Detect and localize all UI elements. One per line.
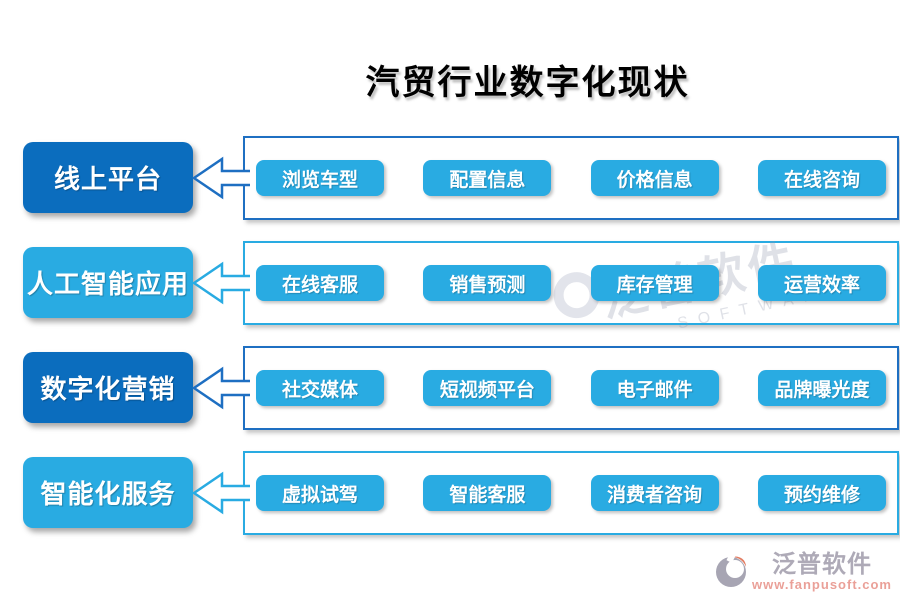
item-button[interactable]: 虚拟试驾 bbox=[256, 475, 384, 511]
vendor-logo[interactable]: 泛普软件 www.fanpusoft.com bbox=[714, 552, 892, 592]
item-button[interactable]: 配置信息 bbox=[423, 160, 552, 196]
items-panel: 在线客服 销售预测 库存管理 运营效率 bbox=[243, 241, 899, 325]
item-button[interactable]: 运营效率 bbox=[757, 265, 886, 301]
arrow-left-icon bbox=[192, 261, 250, 305]
vendor-name: 泛普软件 bbox=[771, 550, 872, 578]
items-panel: 社交媒体 短视频平台 电子邮件 品牌曝光度 bbox=[243, 346, 899, 430]
arrow-left-icon bbox=[192, 366, 250, 410]
category-label-online-platform[interactable]: 线上平台 bbox=[23, 142, 193, 213]
item-button[interactable]: 短视频平台 bbox=[423, 370, 552, 406]
row-digital-marketing: 社交媒体 短视频平台 电子邮件 品牌曝光度 数字化营销 bbox=[0, 346, 900, 430]
item-button[interactable]: 电子邮件 bbox=[590, 370, 719, 406]
item-button[interactable]: 销售预测 bbox=[423, 265, 552, 301]
row-ai-applications: 在线客服 销售预测 库存管理 运营效率 人工智能应用 bbox=[0, 241, 900, 325]
items-panel: 浏览车型 配置信息 价格信息 在线咨询 bbox=[243, 136, 899, 220]
page-title: 汽贸行业数字化现状 bbox=[365, 63, 690, 103]
item-button[interactable]: 社交媒体 bbox=[256, 370, 384, 406]
row-online-platform: 浏览车型 配置信息 价格信息 在线咨询 线上平台 bbox=[0, 136, 900, 220]
category-label-ai-applications[interactable]: 人工智能应用 bbox=[23, 247, 193, 318]
vendor-url[interactable]: www.fanpusoft.com bbox=[751, 577, 892, 592]
category-label-digital-marketing[interactable]: 数字化营销 bbox=[23, 352, 193, 423]
item-button[interactable]: 品牌曝光度 bbox=[757, 370, 886, 406]
row-smart-services: 虚拟试驾 智能客服 消费者咨询 预约维修 智能化服务 bbox=[0, 451, 900, 535]
item-button[interactable]: 预约维修 bbox=[757, 475, 886, 511]
item-button[interactable]: 消费者咨询 bbox=[590, 475, 719, 511]
item-button[interactable]: 价格信息 bbox=[590, 160, 719, 196]
item-button[interactable]: 浏览车型 bbox=[256, 160, 384, 196]
items-panel: 虚拟试驾 智能客服 消费者咨询 预约维修 bbox=[243, 451, 899, 535]
fanpu-logo-icon bbox=[715, 552, 746, 587]
item-button[interactable]: 在线咨询 bbox=[757, 160, 886, 196]
item-button[interactable]: 智能客服 bbox=[423, 475, 552, 511]
item-button[interactable]: 库存管理 bbox=[590, 265, 719, 301]
arrow-left-icon bbox=[192, 471, 250, 515]
arrow-left-icon bbox=[192, 156, 250, 200]
item-button[interactable]: 在线客服 bbox=[256, 265, 384, 301]
category-label-smart-services[interactable]: 智能化服务 bbox=[23, 457, 193, 528]
